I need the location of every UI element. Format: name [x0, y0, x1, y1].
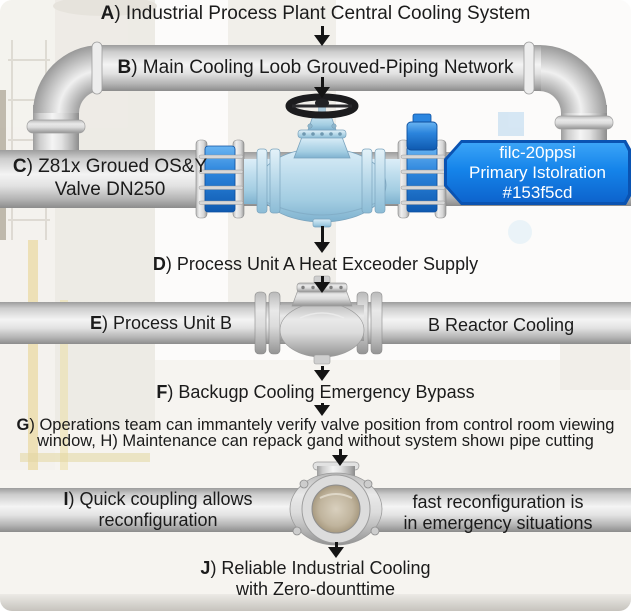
arrow-down-icon — [313, 77, 331, 98]
arrow-down-icon — [331, 449, 349, 466]
check-valve-icon — [254, 275, 383, 365]
table-edge-strip — [0, 594, 631, 611]
arrow-down-icon — [313, 226, 331, 253]
actuator-box-icon — [406, 113, 438, 151]
badge-line-3: #153f5cd — [502, 182, 573, 202]
badge-line-1: filc-20ppsi — [499, 142, 576, 162]
isolation-badge: filc-20ppsi Primary Istolration #153f5cd — [444, 140, 631, 205]
step-label-d: D) Process Unit A Heat Exceoder Supply — [152, 254, 479, 274]
grooved-coupling-left-icon — [195, 139, 245, 219]
arrow-down-icon — [327, 542, 345, 558]
arrow-down-icon — [313, 403, 331, 416]
step-label-c: C) Z81x Groued OS&Y Valve DN250 — [12, 156, 208, 200]
grooved-coupling-right-icon — [397, 139, 447, 219]
pipe-label-reactor: B Reactor Cooling — [428, 315, 575, 335]
step-label-f: F) Backugp Cooling Emergency Bypass — [156, 382, 475, 402]
step-label-i: I) Quick coupling allows reconfiguration — [63, 489, 253, 530]
step-label-j: J) Reliable Industrial Cooling with Zero… — [200, 558, 431, 599]
gate-valve-icon — [195, 93, 447, 228]
pipe-label-fast-reconfig: fast reconfiguration is in emergency sit… — [403, 492, 593, 533]
badge-line-2: Primary Istolration — [469, 162, 606, 182]
step-label-a: A) Industrial Process Plant Central Cool… — [100, 3, 531, 24]
step-label-e: E) Process Unit B — [90, 313, 233, 333]
step-label-b: B) Main Cooling Loob Grouved-Piping Netw… — [117, 57, 514, 78]
arrow-down-icon — [313, 276, 331, 293]
arrow-down-icon — [313, 366, 331, 381]
step-label-g-h: G) Operations team can immantely verify … — [16, 416, 615, 450]
isolation-badge-body: filc-20ppsi Primary Istolration #153f5cd — [447, 143, 628, 202]
arrow-down-icon — [313, 26, 331, 46]
handwheel-icon — [285, 93, 359, 119]
